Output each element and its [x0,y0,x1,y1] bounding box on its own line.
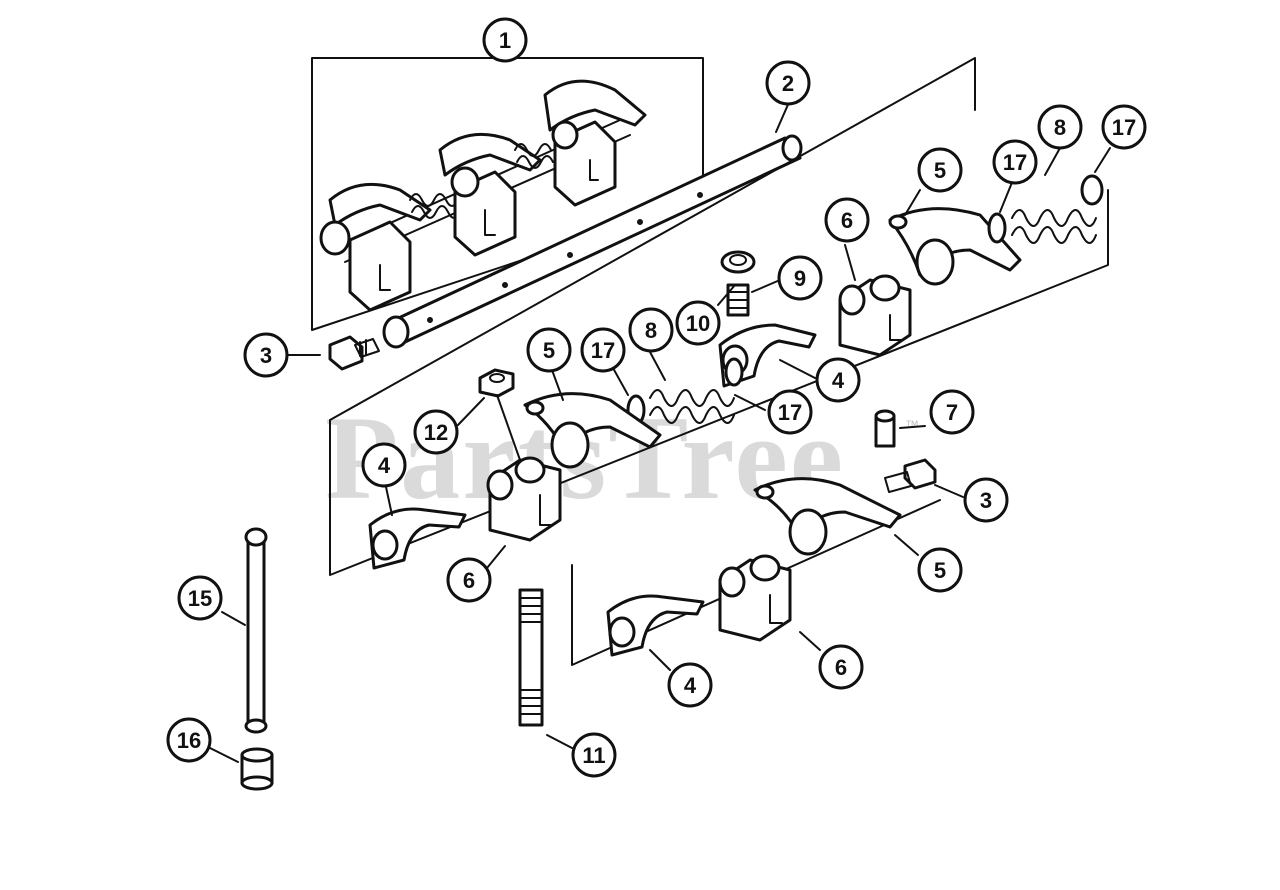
callout-8-middle-label: 8 [645,318,657,343]
spring-washer-middle [626,357,744,426]
callout-8-top-right-label: 8 [1054,115,1066,140]
callout-12: 12 [413,409,459,455]
callout-4-middle: 4 [815,357,861,403]
callout-4-left-label: 4 [378,453,391,478]
callout-3-right-label: 3 [980,488,992,513]
callout-4-left: 4 [361,442,407,488]
stud-11 [518,588,544,727]
callout-10-label: 10 [686,311,710,336]
callout-7-label: 7 [946,400,958,425]
callout-4-lower-label: 4 [684,673,697,698]
callout-11: 11 [571,732,617,778]
callout-10: 10 [675,300,721,346]
leader-lines [209,99,1111,763]
callout-8-top-right: 8 [1037,104,1083,150]
callout-15-label: 15 [188,586,212,611]
callout-6-middle: 6 [446,557,492,603]
callout-2-label: 2 [782,71,794,96]
callout-2: 2 [765,60,811,106]
callout-6-middle-label: 6 [463,568,475,593]
callout-17-top-right-a: 17 [992,139,1038,185]
dowel-7 [874,409,896,448]
callout-5-middle-label: 5 [543,338,555,363]
callout-9: 9 [777,255,823,301]
callout-17-top-right-b-label: 17 [1112,115,1136,140]
callout-5-top-right-label: 5 [934,158,946,183]
rocker-arm-4-lower [606,594,705,657]
callout-17-middle-b: 17 [767,389,813,435]
callout-5-lower-label: 5 [934,558,946,583]
callout-3-right: 3 [963,477,1009,523]
callout-17-middle-b-label: 17 [778,400,802,425]
callout-12-label: 12 [424,420,448,445]
callout-1-label: 1 [499,28,511,53]
rocker-arm-4-left [368,507,467,570]
callout-9-label: 9 [794,266,806,291]
bracket-middle [486,456,562,542]
callout-7: 7 [929,389,975,435]
callout-17-top-right-a-label: 17 [1003,150,1027,175]
callout-5-middle: 5 [526,327,572,373]
callout-17-top-right-b: 17 [1101,104,1147,150]
adjuster-nut-screw [720,250,756,317]
callout-16-label: 16 [177,728,201,753]
callout-17-middle-a-label: 17 [591,338,615,363]
callout-1: 1 [482,17,528,63]
bolt-left [328,335,380,371]
callout-5-top-right: 5 [917,147,963,193]
callout-5-lower: 5 [917,547,963,593]
callout-6-top-right-label: 6 [841,208,853,233]
callout-11-label: 11 [582,743,605,768]
lower-group-outline [571,499,941,666]
assembled-rocker-group [319,79,647,312]
push-rod-15 [244,527,268,734]
nut-12 [478,368,521,461]
callout-3-left: 3 [243,332,289,378]
rocker-arm-5-lower [753,477,902,556]
upper-group-outline [329,57,1109,576]
watermark-trademark: ™ [905,417,919,433]
cap-16 [240,747,274,791]
bolt-right [884,458,937,493]
bracket-top-right [838,274,912,357]
callout-4-middle-label: 4 [832,368,845,393]
rocker-arm-5-middle [523,392,662,469]
callout-6-lower-label: 6 [835,655,847,680]
callout-4-lower: 4 [667,662,713,708]
spring-washer-top-right [987,174,1104,244]
callout-3-left-label: 3 [260,343,272,368]
callout-6-top-right: 6 [824,197,870,243]
bracket-lower [718,554,792,642]
callout-16: 16 [166,717,212,763]
callout-15: 15 [177,575,223,621]
callout-6-lower: 6 [818,644,864,690]
callout-8-middle: 8 [628,307,674,353]
callout-17-middle-a: 17 [580,327,626,373]
rocker-arm-top-right [888,207,1022,286]
